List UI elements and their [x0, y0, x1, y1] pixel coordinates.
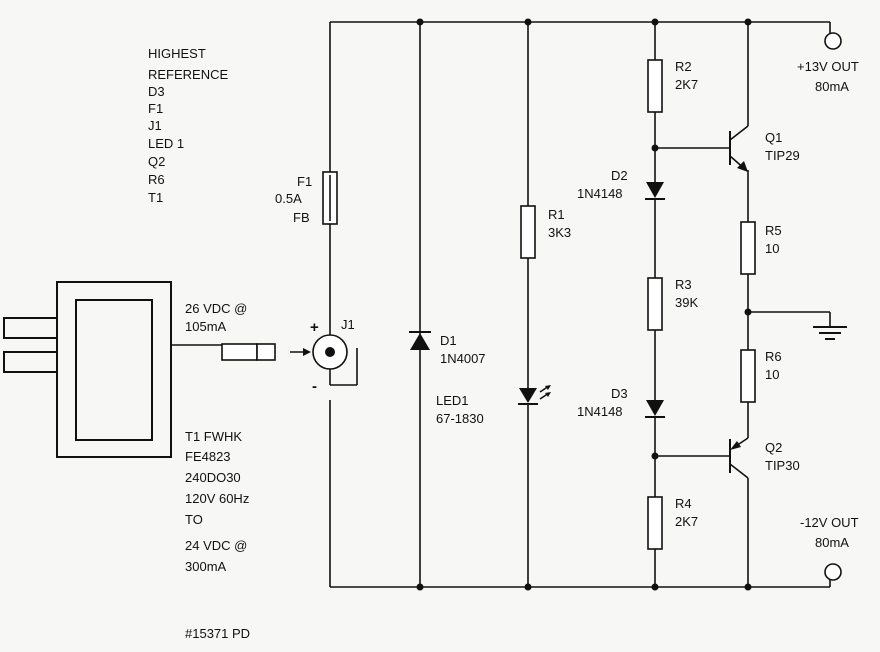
adapter-spec-line: TO [185, 512, 203, 527]
negative-output-voltage: -12V OUT [800, 515, 859, 530]
positive-output-voltage: +13V OUT [797, 59, 859, 74]
reference-heading-2: REFERENCE [148, 67, 229, 82]
resistor-r5: R5 10 [740, 221, 782, 350]
diode-d2-symbol [646, 182, 664, 198]
reference-list: HIGHEST REFERENCE D3 F1 J1 LED 1 Q2 R6 T… [148, 46, 229, 205]
resistor-r1-name: R1 [548, 207, 565, 222]
resistor-r6-body [740, 349, 756, 403]
adapter-prong-top [3, 317, 58, 339]
diode-d3-name: D3 [611, 386, 628, 401]
adapter-spec-line: 240DO30 [185, 470, 241, 485]
adapter-spec-line: 120V 60Hz [185, 491, 249, 506]
adapter-spec-line: T1 FWHK [185, 429, 242, 444]
resistor-r6-name: R6 [765, 349, 782, 364]
resistor-r5-name: R5 [765, 223, 782, 238]
dc-jack-j1: + - J1 [290, 317, 358, 587]
diode-d2-name: D2 [611, 168, 628, 183]
bias-chain: R2 2K7 D2 1N4148 R3 39K D3 1N4148 R4 2K7 [577, 22, 698, 587]
ground-node [748, 311, 847, 340]
adapter-body [56, 281, 172, 458]
positive-output-terminal[interactable] [824, 32, 842, 50]
negative-output: -12V OUT 80mA [800, 515, 859, 587]
reference-item: R6 [148, 172, 165, 187]
fuse-f1: F1 0.5A FB [275, 22, 338, 335]
power-rails [330, 21, 830, 588]
resistor-r6: R6 10 [740, 349, 782, 438]
jack-plus: + [310, 319, 319, 336]
led-symbol [519, 388, 537, 403]
resistor-r1: R1 3K3 [520, 22, 571, 388]
resistor-r2-value: 2K7 [675, 77, 698, 92]
reference-item: J1 [148, 118, 162, 133]
fuse-f1-value: 0.5A [275, 191, 302, 206]
resistor-r2-body [647, 59, 663, 113]
transistor-q2: Q2 TIP30 [655, 437, 800, 587]
reference-item: D3 [148, 84, 165, 99]
wall-adapter-t1: 26 VDC @ 105mA T1 FWHK FE4823 240DO30 12… [3, 281, 276, 574]
adapter-spec-line: FE4823 [185, 449, 231, 464]
fuse-f1-name: F1 [297, 174, 312, 189]
adapter-spec-line: 300mA [185, 559, 227, 574]
diode-d1-value: 1N4007 [440, 351, 486, 366]
resistor-r4-value: 2K7 [675, 514, 698, 529]
resistor-r4-name: R4 [675, 496, 692, 511]
resistor-r3-body [647, 277, 663, 331]
adapter-prong-bottom [3, 351, 58, 373]
resistor-r6-value: 10 [765, 367, 779, 382]
resistor-r3-value: 39K [675, 295, 698, 310]
resistor-r4-body [647, 496, 663, 550]
transistor-q1-value: TIP29 [765, 148, 800, 163]
fuse-f1-type: FB [293, 210, 310, 225]
dc-plug [221, 343, 258, 361]
jack-minus: - [312, 378, 317, 395]
adapter-spec-line: 24 VDC @ [185, 538, 247, 553]
adapter-output-rating: 26 VDC @ [185, 301, 247, 316]
led-led1-value: 67-1830 [436, 411, 484, 426]
resistor-r1-body [520, 205, 536, 259]
transistor-q2-name: Q2 [765, 440, 782, 455]
jack-j1-name: J1 [341, 317, 355, 332]
resistor-r3-name: R3 [675, 277, 692, 292]
part-number: #15371 PD [185, 626, 250, 641]
adapter-label-plate [75, 299, 153, 441]
adapter-output-current: 105mA [185, 319, 227, 334]
resistor-r1-value: 3K3 [548, 225, 571, 240]
diode-d3-value: 1N4148 [577, 404, 623, 419]
junction-dots [416, 18, 752, 591]
led-led1: LED1 67-1830 [436, 385, 551, 587]
transistor-q1: Q1 TIP29 [655, 22, 800, 222]
negative-output-terminal[interactable] [824, 563, 842, 581]
dc-plug-tip [256, 343, 276, 361]
resistor-r5-value: 10 [765, 241, 779, 256]
led-led1-name: LED1 [436, 393, 469, 408]
negative-output-current: 80mA [815, 535, 849, 550]
reference-item: T1 [148, 190, 163, 205]
transistor-q2-value: TIP30 [765, 458, 800, 473]
diode-d1-name: D1 [440, 333, 457, 348]
diode-d1-symbol [410, 333, 430, 350]
reference-item: F1 [148, 101, 163, 116]
positive-output-current: 80mA [815, 79, 849, 94]
diode-d1: D1 1N4007 [409, 22, 486, 587]
reference-heading-1: HIGHEST [148, 46, 206, 61]
diode-d3-symbol [646, 400, 664, 416]
reference-item: LED 1 [148, 136, 184, 151]
positive-output: +13V OUT 80mA [797, 22, 859, 94]
transistor-q1-name: Q1 [765, 130, 782, 145]
diode-d2-value: 1N4148 [577, 186, 623, 201]
resistor-r5-body [740, 221, 756, 275]
resistor-r2-name: R2 [675, 59, 692, 74]
reference-item: Q2 [148, 154, 165, 169]
